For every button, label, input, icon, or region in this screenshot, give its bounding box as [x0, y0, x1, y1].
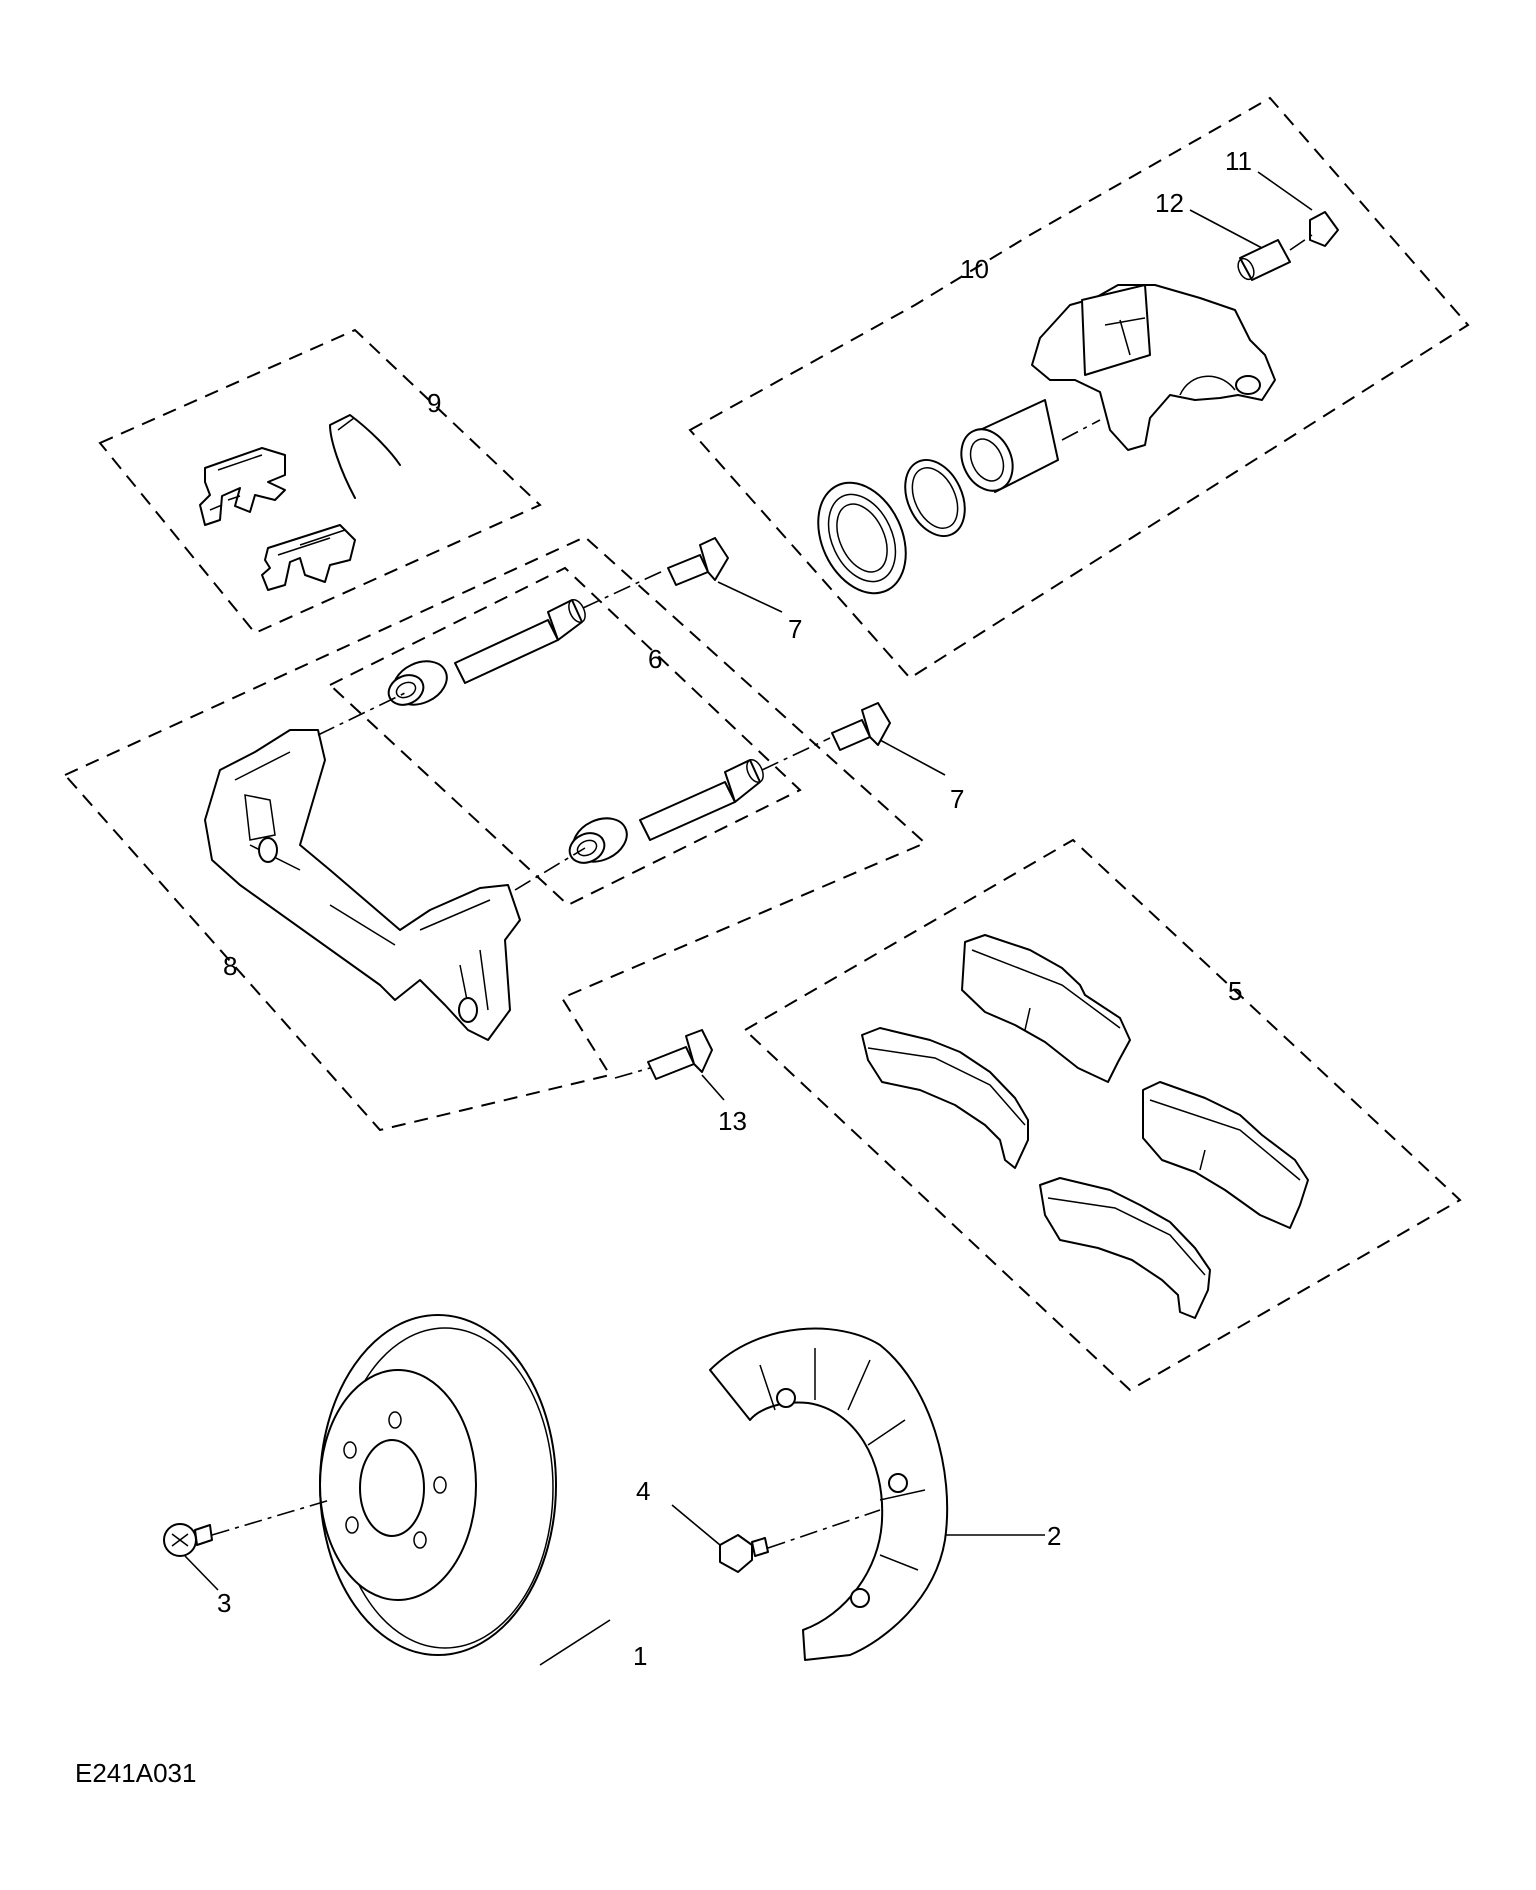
callout-2: 2 [1047, 1521, 1061, 1551]
callout-1: 1 [633, 1641, 647, 1671]
caliper-bolt-lower [831, 702, 891, 751]
bleed-screw-cap [1309, 211, 1339, 247]
group-box-6-guide-pins [328, 566, 802, 907]
caliper-carrier-bracket [204, 729, 521, 1041]
callout-7-lower: 7 [950, 784, 964, 814]
callout-9: 9 [427, 388, 441, 418]
piston [960, 399, 1059, 493]
callout-7-upper: 7 [788, 614, 802, 644]
caliper-body [1031, 284, 1276, 451]
disc-retaining-screw [163, 1523, 213, 1557]
leader-lines [184, 171, 1313, 1666]
spring-clip [329, 414, 401, 499]
group-box-8-carrier [63, 535, 927, 1132]
carrier-bolt [647, 1029, 713, 1080]
brake-pad-1 [961, 934, 1131, 1083]
dust-boot [817, 481, 907, 595]
group-box-5-pads [743, 838, 1462, 1392]
callout-4: 4 [636, 1476, 650, 1506]
guide-pin-upper [454, 598, 586, 684]
group-box-10-caliper [688, 96, 1470, 680]
callout-11: 11 [1225, 146, 1252, 176]
brake-pad-2 [861, 1027, 1029, 1169]
callout-10: 10 [960, 254, 989, 284]
callout-12: 12 [1155, 188, 1184, 218]
brake-pad-4 [1039, 1177, 1211, 1319]
callout-3: 3 [217, 1588, 231, 1618]
piston-seal [904, 458, 966, 538]
assembly-lines [211, 234, 1313, 1549]
guide-pin-lower [639, 758, 764, 841]
caliper-bolt-upper [667, 537, 729, 586]
anti-rattle-clip-upper [199, 447, 286, 526]
reference-code: E241A031 [75, 1758, 196, 1788]
anti-rattle-clip-lower [261, 524, 356, 591]
guide-pin-bushing-upper [387, 660, 448, 706]
splash-shield [709, 1327, 949, 1661]
callout-13: 13 [718, 1106, 747, 1136]
bleed-screw [1237, 239, 1291, 281]
brake-disc [319, 1314, 557, 1656]
group-box-9-hardware-kit [98, 328, 542, 635]
callout-5: 5 [1228, 976, 1242, 1006]
guide-pin-bushing-lower [568, 817, 628, 864]
shield-bolt [719, 1534, 769, 1573]
callout-8: 8 [223, 951, 237, 981]
callout-6: 6 [648, 644, 662, 674]
brake-pad-3 [1142, 1081, 1309, 1229]
